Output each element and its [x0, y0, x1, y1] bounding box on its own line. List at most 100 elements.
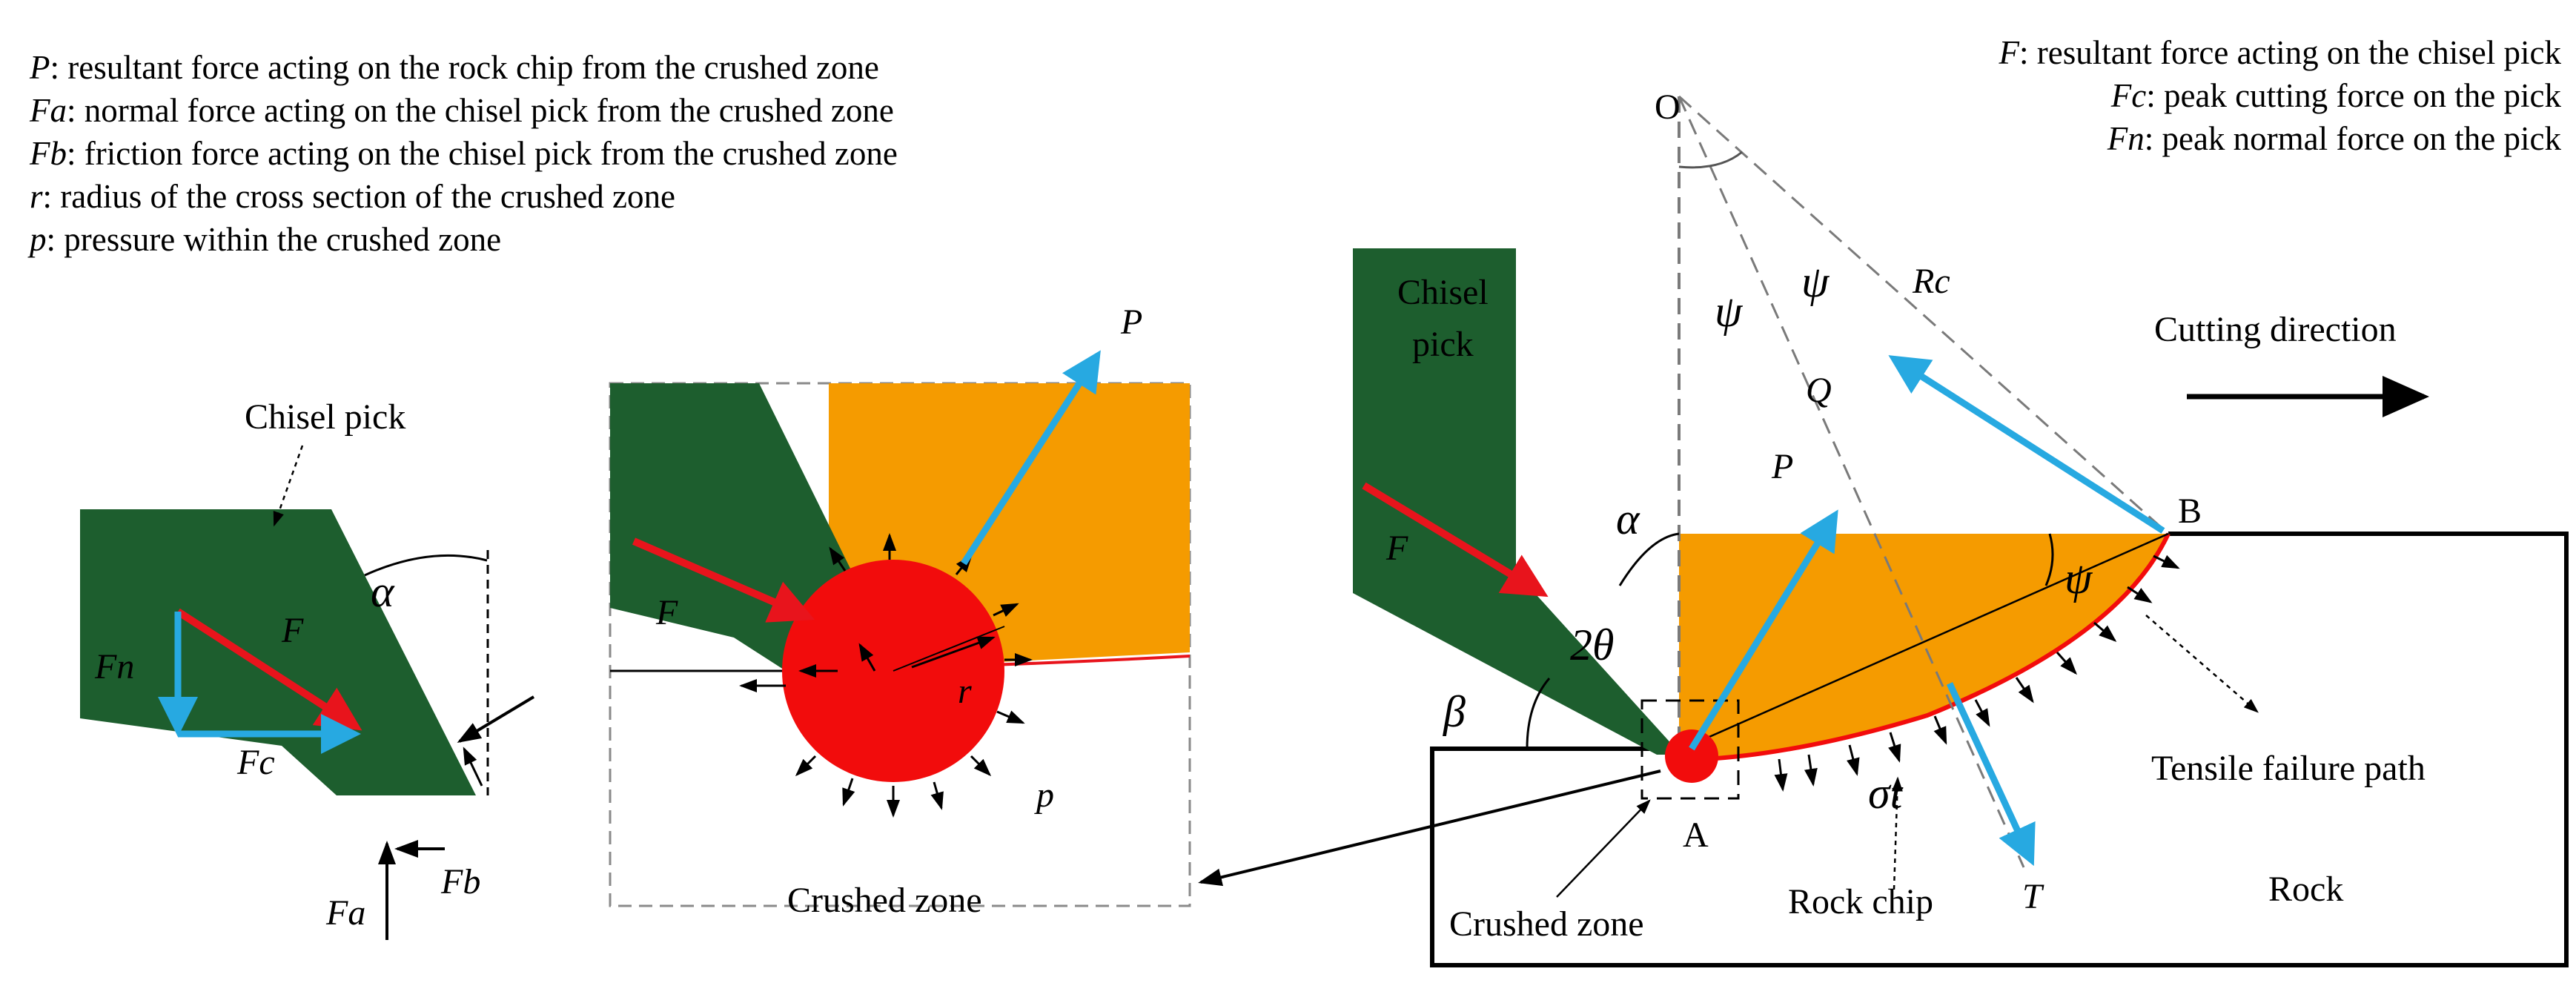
legend-symbol: F [1999, 34, 2020, 71]
dash-OB [1678, 95, 2169, 535]
legend-item: F: resultant force acting on the chisel … [1999, 31, 2562, 74]
right-crushed-zone-box [1640, 699, 1740, 800]
rock-chip [1679, 534, 2168, 760]
legend-left: P: resultant force acting on the rock ch… [30, 46, 898, 261]
psi-label-2: ψ [1801, 257, 1830, 306]
chord-AB [1678, 532, 2169, 752]
legend-text: : peak normal force on the pick [2144, 120, 2561, 157]
left-panel: α Chisel pick F Fn Fc Fa Fb [80, 397, 535, 940]
left-chisel-pick [80, 509, 476, 795]
stress-arrow [2127, 586, 2153, 603]
legend-text: : normal force acting on the chisel pick… [67, 92, 894, 129]
stress-arrow [2153, 555, 2180, 569]
right-pick-label-line2: pick [1412, 325, 1474, 364]
left-alpha-label: α [371, 567, 395, 616]
rock-chip-leader [1891, 776, 1903, 890]
middle-force-P-arrow [961, 350, 1101, 566]
rock-chip-label: Rock chip [1788, 882, 1933, 921]
right-crushed-zone [1665, 729, 1718, 783]
legend-text: : resultant force acting on the rock chi… [50, 49, 879, 86]
zoom-link-arrow [1198, 769, 1661, 887]
left-Fa-label: Fa [325, 893, 365, 933]
pressure-arrow [842, 778, 855, 807]
pressure-arrow [930, 781, 944, 810]
rock-outline [1430, 532, 2569, 967]
stress-arrow [1774, 758, 1788, 792]
right-force-Q-arrow [1888, 355, 2165, 534]
right-alpha-label: α [1616, 494, 1640, 543]
pressure-arrow [911, 636, 996, 669]
stress-arrow [1847, 744, 1860, 776]
legend-item: Fa: normal force acting on the chisel pi… [30, 89, 898, 132]
beta-label: β [1443, 687, 1466, 736]
psi-arc-top [1678, 150, 1743, 169]
right-pick-label-line1: Chisel [1397, 273, 1489, 312]
stress-arrow [2015, 677, 2034, 704]
right-crushed-zone-leader [1556, 799, 1651, 898]
Rc-label: Rc [1912, 262, 1950, 301]
middle-pressure-arrows [739, 533, 1033, 818]
two-theta-label: 2θ [1570, 620, 1614, 669]
left-alpha-arc [364, 554, 488, 577]
beta-arc [1526, 678, 1551, 749]
alpha-arc-right [1618, 532, 1680, 586]
stress-arrow [1804, 754, 1818, 787]
legend-item: p: pressure within the crushed zone [30, 218, 898, 261]
right-force-P-arrow [1689, 509, 1838, 751]
legend-item: Fc: peak cutting force on the pick [1999, 74, 2561, 117]
pressure-arrow [996, 710, 1025, 724]
legend-item: r: radius of the cross section of the cr… [30, 175, 898, 218]
middle-F-label: F [655, 593, 678, 632]
rock-label: Rock [2268, 870, 2343, 909]
tensile-failure-path-line [1689, 532, 2171, 762]
legend-text: : friction force acting on the chisel pi… [67, 135, 898, 172]
legend-symbol: p [30, 221, 47, 258]
cutting-direction-label: Cutting direction [2154, 310, 2397, 349]
dash-OT [1678, 96, 2025, 868]
psi-arc-B [2044, 533, 2054, 586]
right-panel: Chisel pick F [1198, 87, 2569, 967]
legend-text: : radius of the cross section of the cru… [42, 178, 675, 215]
sigma-t-label: σt [1868, 769, 1904, 818]
middle-r-label: r [958, 672, 972, 711]
right-force-T-arrow [1946, 682, 2036, 867]
tensile-stress-arrows [1774, 555, 2180, 792]
legend-symbol: Fn [2107, 120, 2145, 157]
tensile-failure-leader [2145, 615, 2259, 713]
legend-symbol: r [30, 178, 43, 215]
legend-right: F: resultant force acting on the chisel … [1999, 31, 2562, 160]
pressure-arrow [795, 755, 817, 777]
legend-item: Fb: friction force acting on the chisel … [30, 132, 898, 175]
T-label: T [2022, 877, 2044, 916]
Q-label: Q [1806, 371, 1832, 410]
left-Fn-label: Fn [94, 647, 134, 686]
stress-arrow [2056, 652, 2077, 675]
middle-panel: F P r p Crushed zone [609, 302, 1191, 920]
stress-arrow [2093, 621, 2117, 642]
tensile-failure-path-label: Tensile failure path [2151, 749, 2426, 788]
pressure-arrow [858, 643, 876, 672]
left-pick-label: Chisel pick [245, 397, 405, 437]
left-Fc-label: Fc [236, 743, 275, 782]
middle-P-label: P [1120, 302, 1142, 342]
legend-item: P: resultant force acting on the rock ch… [30, 46, 898, 89]
legend-text: : peak cutting force on the pick [2146, 77, 2561, 114]
stress-arrow [1888, 732, 1901, 763]
right-crushed-zone-label: Crushed zone [1449, 904, 1644, 944]
right-P-label: P [1771, 447, 1793, 486]
stress-arrow [1974, 699, 1990, 727]
point-O-label: O [1655, 87, 1681, 127]
middle-p-label: p [1034, 775, 1054, 815]
right-chisel-pick [1353, 248, 1681, 755]
middle-radius-line [893, 626, 1005, 672]
left-F-label: F [281, 611, 304, 650]
legend-symbol: Fc [2110, 77, 2147, 114]
point-B-label: B [2178, 491, 2202, 531]
legend-text: : resultant force acting on the chisel p… [2019, 34, 2561, 71]
pressure-arrow [970, 755, 992, 777]
left-Fb-label: Fb [440, 862, 480, 901]
legend-symbol: Fb [30, 135, 67, 172]
legend-text: : pressure within the crushed zone [46, 221, 502, 258]
legend-item: Fn: peak normal force on the pick [1999, 117, 2561, 160]
